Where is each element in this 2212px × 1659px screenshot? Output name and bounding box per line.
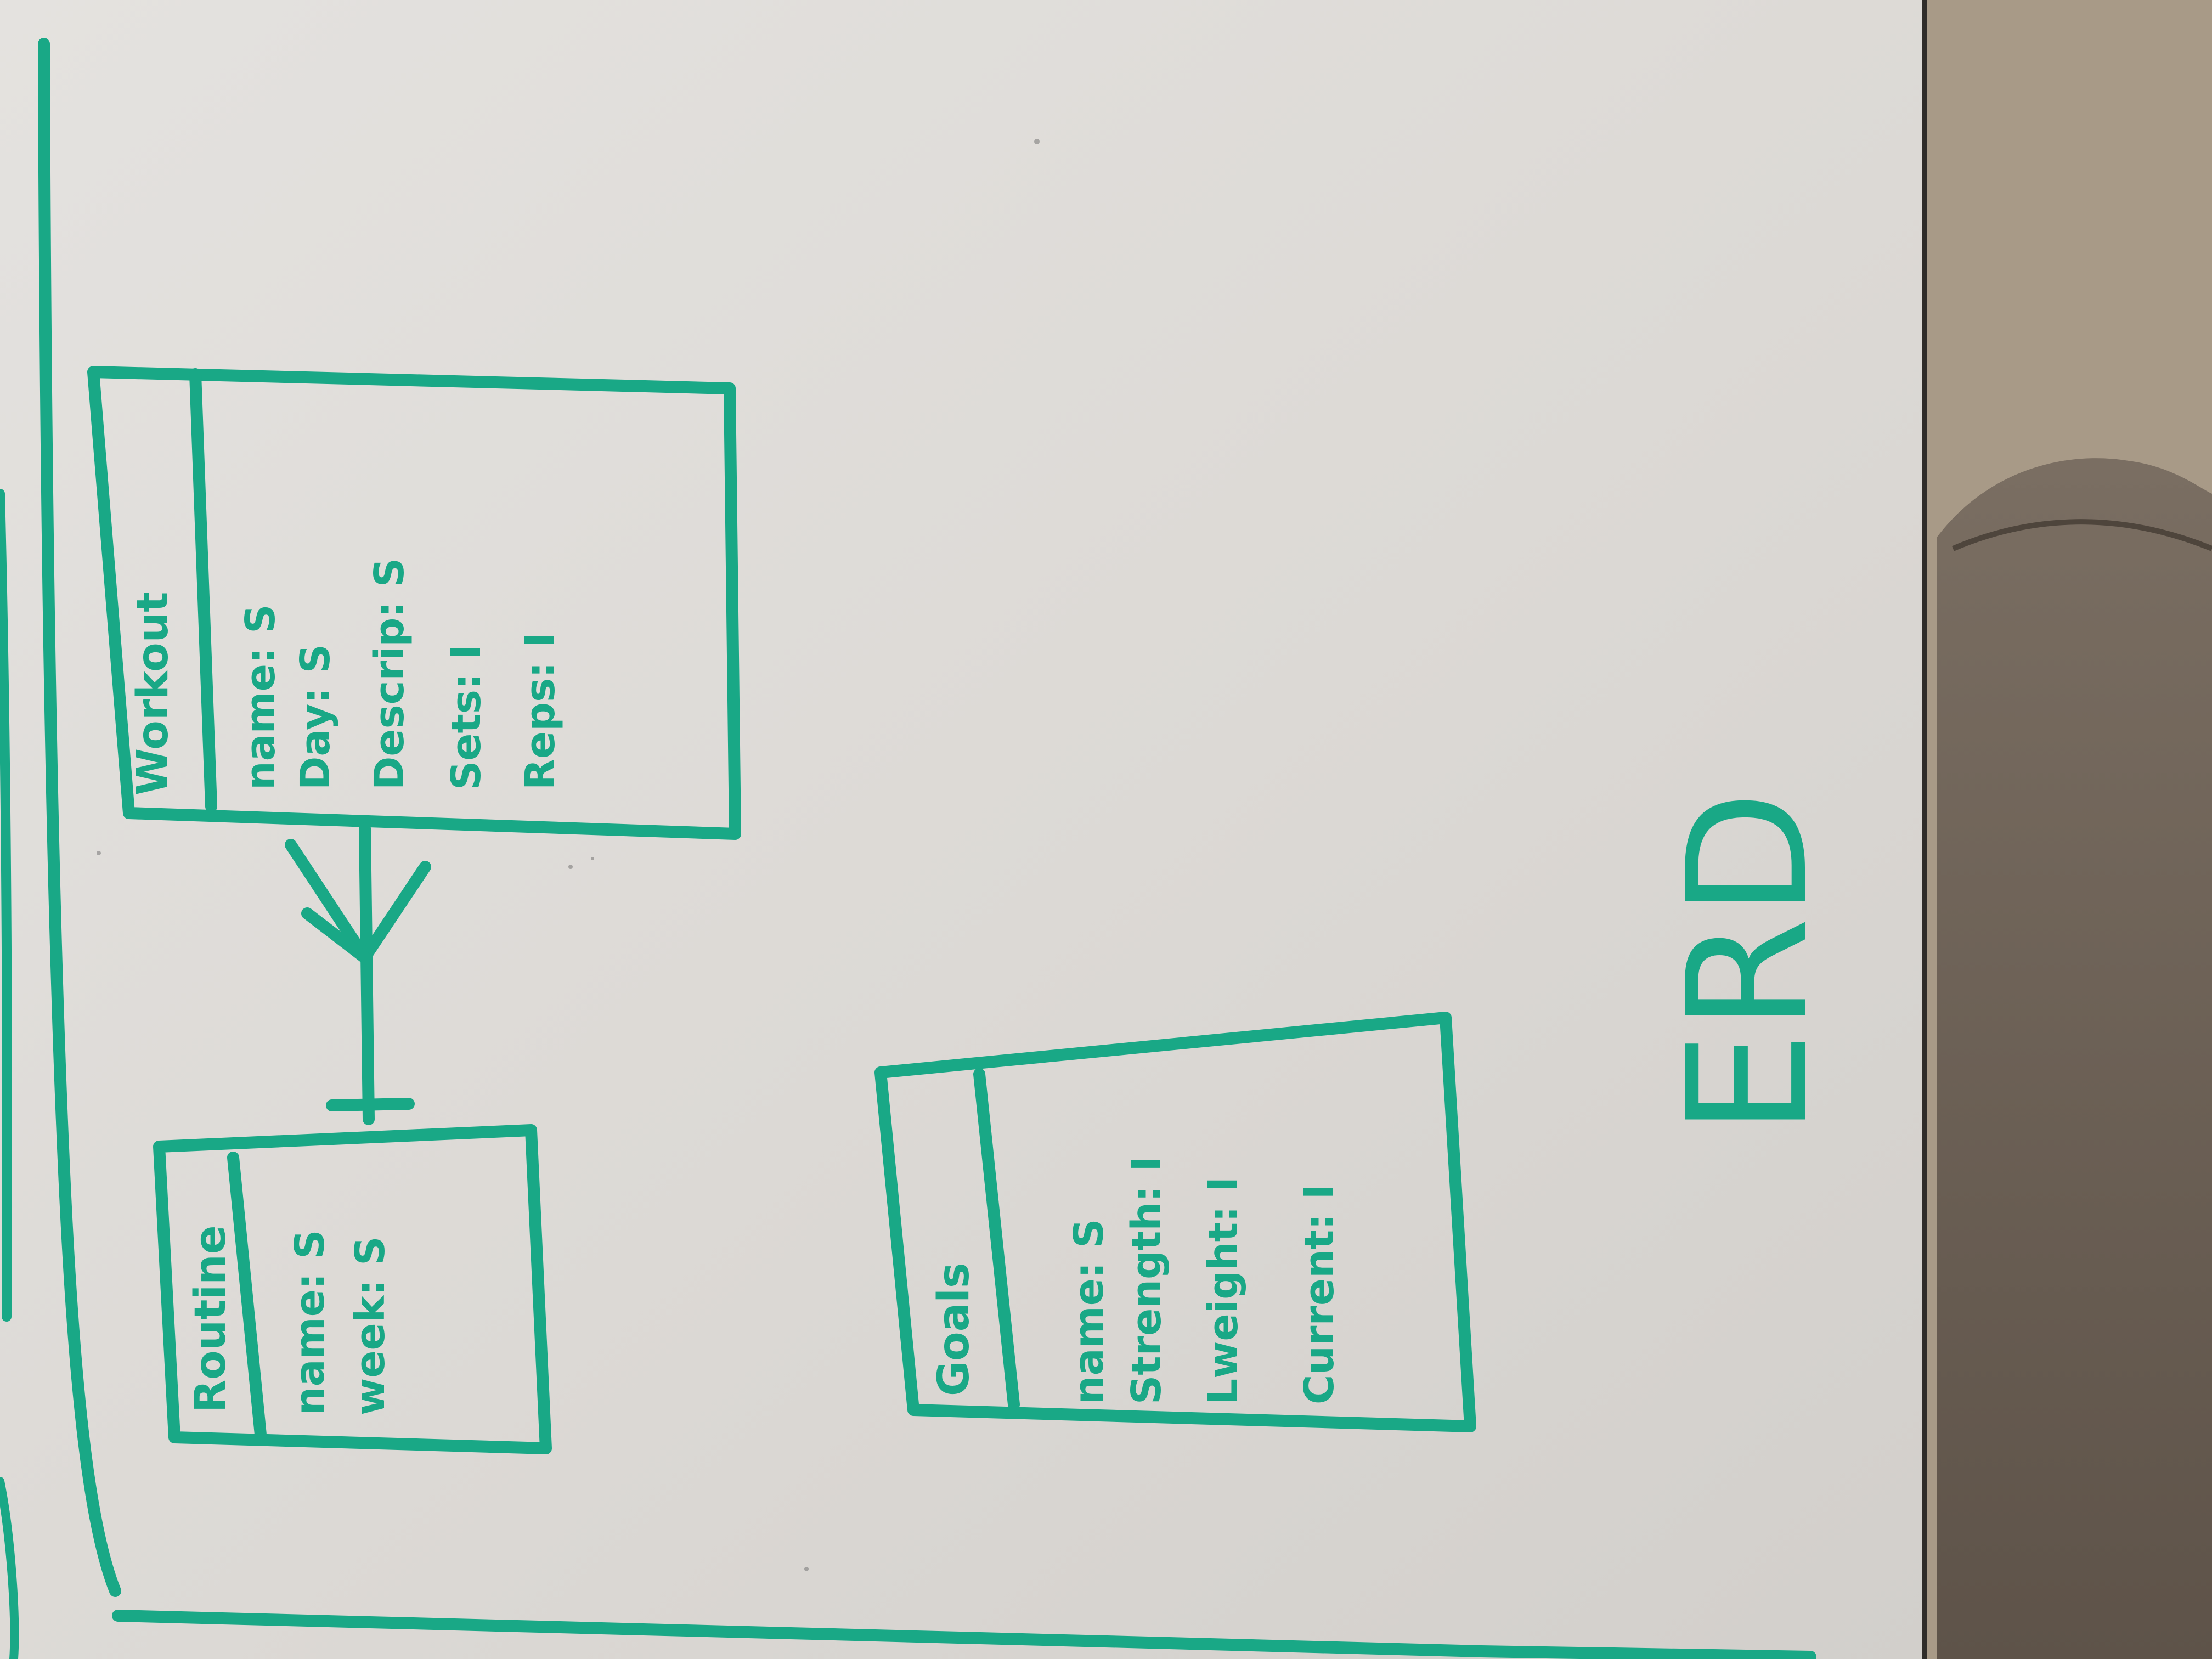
one-bar-marker [326, 1098, 415, 1111]
entity-routine-box [153, 1124, 552, 1454]
entity-goals-box [874, 1012, 1476, 1432]
entity-routine-attr-2: week: S [347, 1236, 394, 1415]
entity-workout-attr-5: Reps: I [517, 633, 564, 790]
entity-workout-attr-2: Day: S [292, 644, 339, 790]
entity-routine-divider [227, 1152, 267, 1441]
relationship-workout-routine [285, 822, 431, 1125]
entity-routine-title: Routine [186, 1225, 235, 1413]
board-title: ERD [1652, 791, 1844, 1136]
entity-workout-title: Workout [128, 592, 178, 796]
entity-workout-attr-1: name: S [237, 604, 284, 790]
entity-goals: Goals name: S Strength: I Lweight: I Cur… [874, 1012, 1476, 1432]
entity-workout-attr-3: Descrip: S [366, 558, 413, 790]
entity-workout-box [87, 366, 741, 840]
entity-routine: Routine name: S week: S [153, 1124, 552, 1454]
frame-lines [0, 38, 1816, 1659]
crows-foot-middle [301, 907, 373, 965]
board-title-group: ERD [1652, 791, 1844, 1136]
relationship-line [359, 822, 375, 1125]
entity-goals-attr-2: Strength: I [1123, 1156, 1170, 1404]
board-specks [97, 139, 1040, 1571]
entity-goals-attr-1: name: S [1065, 1218, 1113, 1404]
entity-workout-divider [189, 368, 217, 812]
entity-goals-attr-4: Current: I [1296, 1184, 1343, 1404]
entity-workout: Workout name: S Day: S Descrip: S Sets: … [87, 366, 741, 840]
entity-goals-attr-3: Lweight: I [1200, 1177, 1247, 1404]
sweater-fold [1952, 519, 2212, 551]
entity-goals-divider [973, 1068, 1020, 1410]
entity-workout-attr-4: Sets: I [443, 644, 490, 790]
sweater [1937, 458, 2212, 1659]
entity-goals-title: Goals [929, 1263, 979, 1396]
whiteboard-surface [0, 0, 1926, 1659]
entity-routine-attr-1: name: S [286, 1229, 334, 1415]
